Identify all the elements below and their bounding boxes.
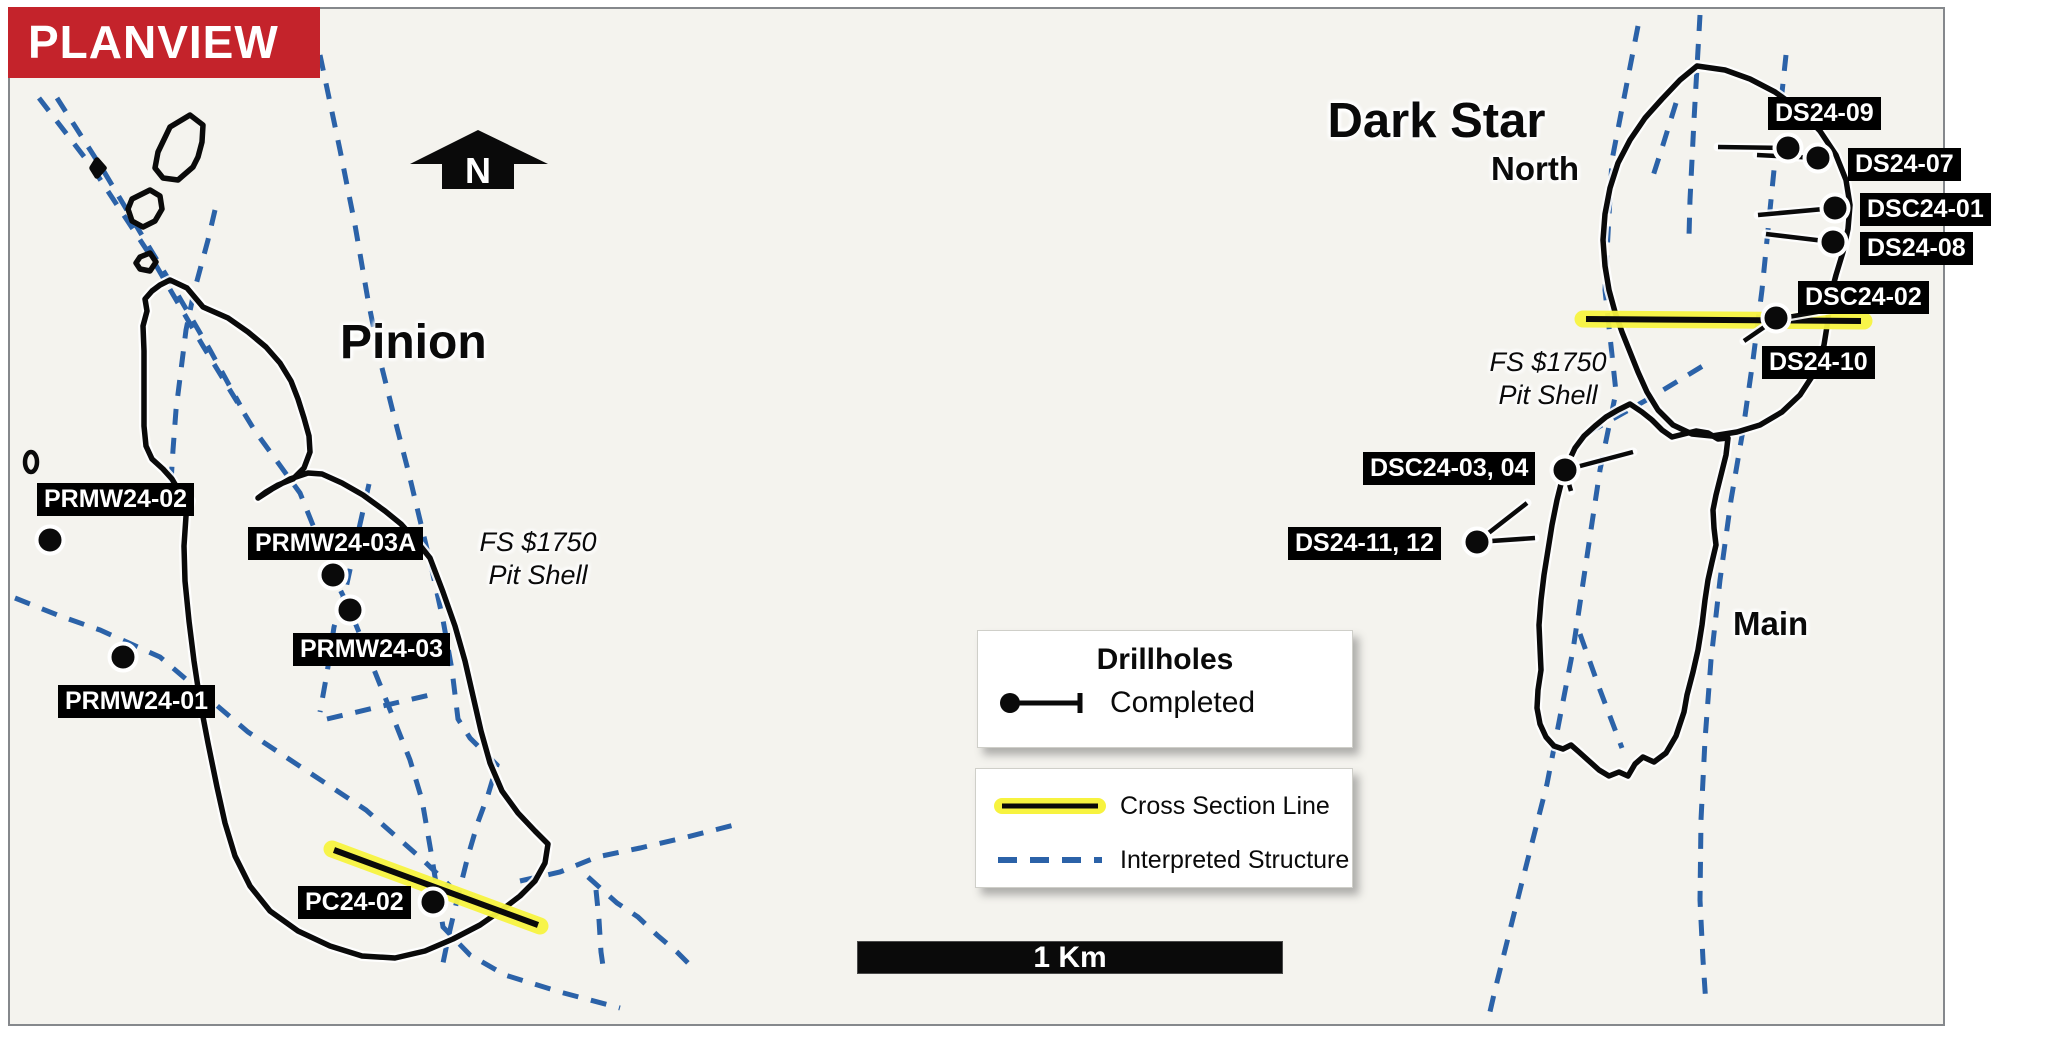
legend-title: Drillholes <box>1096 643 1234 676</box>
planview-banner: PLANVIEW <box>8 7 320 78</box>
legend-completed-label: Completed <box>1110 686 1256 719</box>
pit-shell-outlines <box>22 61 1855 963</box>
drillhole-label-dsc24-01: DSC24-01 <box>1860 193 1991 226</box>
area-label-pinion: Pinion <box>340 316 487 369</box>
drillhole-label-prmw24-01: PRMW24-01 <box>58 685 216 718</box>
cross-section-line-icon <box>994 798 1106 814</box>
pit-shell-note-line1: FS $1750 <box>479 527 597 557</box>
scale-bar-label: 1 Km <box>1033 941 1107 974</box>
drillhole-label-ds24-11-12: DS24-11, 12 <box>1288 527 1441 560</box>
legend-drillholes: Drillholes Completed <box>977 630 1353 748</box>
drillhole-dots <box>34 132 1851 918</box>
scale-bar: 1 Km <box>857 941 1283 974</box>
interpreted-structure-icon <box>998 857 1102 863</box>
drillhole-label-prmw24-03a: PRMW24-03A <box>248 527 424 560</box>
drillhole-label-prmw24-02: PRMW24-02 <box>37 483 195 516</box>
legend-structure-label: Interpreted Structure <box>1120 845 1350 874</box>
drillhole-label-ds24-10: DS24-10 <box>1762 346 1875 379</box>
drillhole-label-ds24-08: DS24-08 <box>1860 232 1973 265</box>
completed-drillhole-icon <box>1000 693 1083 713</box>
drillhole-label-dsc24-03-04: DSC24-03, 04 <box>1363 452 1536 485</box>
legend-lines: Cross Section Line Interpreted Structure <box>975 768 1353 888</box>
pit-shell-note-line1: FS $1750 <box>1489 347 1607 377</box>
legend-cross-section-label: Cross Section Line <box>1120 791 1330 820</box>
dark-star-title: Dark Star <box>1327 94 1546 148</box>
drillhole-label-pc24-02: PC24-02 <box>298 886 411 919</box>
pit-shell-note-line2: Pit Shell <box>488 560 588 590</box>
north-arrow-label: N <box>465 150 491 191</box>
pit-shell-note-pinion: FS $1750 Pit Shell <box>448 526 628 592</box>
drillhole-label-ds24-09: DS24-09 <box>1768 97 1881 130</box>
area-label-dark-star: Dark Star North <box>1288 92 1585 188</box>
drillhole-label-dsc24-02: DSC24-02 <box>1798 281 1929 314</box>
north-arrow-icon: N <box>410 130 548 191</box>
pit-shell-note-dark-star: FS $1750 Pit Shell <box>1458 346 1638 412</box>
area-label-main: Main <box>1733 605 1809 642</box>
dark-star-subtitle: North <box>1491 150 1579 187</box>
drillhole-label-ds24-07: DS24-07 <box>1848 148 1961 181</box>
drillhole-label-prmw24-03: PRMW24-03 <box>293 633 451 666</box>
pit-shell-note-line2: Pit Shell <box>1498 380 1598 410</box>
